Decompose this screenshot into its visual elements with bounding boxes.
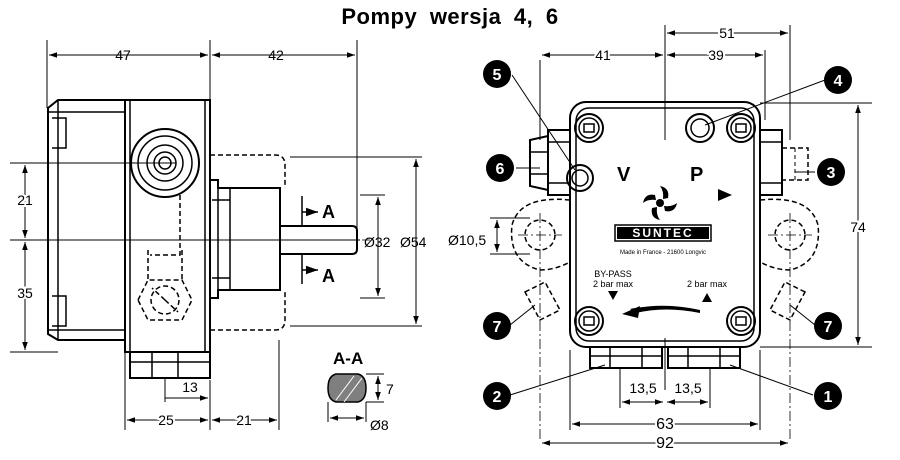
corner-screw-tl [574,113,604,143]
triangle-up-icon [702,293,712,302]
svg-text:7: 7 [824,319,833,336]
section-title: A-A [333,349,363,368]
section-aa: A-A 7 Ø8 [327,349,394,433]
dim-dia-10-5: Ø10,5 [448,232,486,248]
svg-text:5: 5 [493,67,502,84]
dim-21-bottom: 21 [236,412,252,428]
badge-3: 3 [817,158,845,186]
corner-screw-bl [574,306,604,336]
badge-2: 2 [483,382,511,410]
svg-text:3: 3 [827,165,836,182]
dim-dia-54: Ø54 [400,234,427,250]
dim-dia-32: Ø32 [364,234,391,250]
suntec-logo-icon [643,186,677,220]
badge-5: 5 [483,60,511,88]
dim-dia-8: Ø8 [370,417,389,433]
dim-51: 51 [719,25,735,41]
badge-4: 4 [824,66,852,94]
dim-21-left: 21 [17,192,33,208]
page-title: Pompy wersja 4, 6 [341,4,559,29]
dim-41: 41 [595,47,611,63]
dim-13-5-right: 13,5 [674,380,701,396]
brand-name: SUNTEC [632,226,693,240]
bar-label-right: 2 bar max [687,279,728,289]
dim-92: 92 [656,435,674,452]
corner-screw-tr [726,113,756,143]
dim-7: 7 [386,381,394,397]
dim-39: 39 [708,47,724,63]
svg-text:6: 6 [496,161,505,178]
front-view: 51 41 39 74 Ø10,5 [446,23,872,454]
bypass-label: BY-PASS [594,269,632,279]
side-view: 47 42 21 35 [10,40,427,430]
vacuum-letter: V [617,164,631,186]
section-marker-bottom: A [322,266,335,286]
svg-text:4: 4 [834,73,843,90]
bar-label-left: 2 bar max [593,279,634,289]
badge-7-right: 7 [814,312,842,340]
dim-42: 42 [268,47,284,63]
svg-text:7: 7 [493,319,502,336]
svg-text:2: 2 [493,389,502,406]
section-marker-top: A [322,202,335,222]
pressure-letter: P [690,164,703,186]
dim-13: 13 [182,379,198,395]
dim-25: 25 [158,412,174,428]
dim-63: 63 [656,416,674,433]
svg-text:1: 1 [824,389,833,406]
dim-35-left: 35 [17,285,33,301]
dim-47: 47 [115,47,131,63]
triangle-down-icon [608,291,618,300]
dim-74: 74 [850,219,866,235]
play-arrow-icon [718,189,732,201]
badge-7-left: 7 [483,312,511,340]
corner-screw-br [726,306,756,336]
badge-1: 1 [814,382,842,410]
made-in-text: Made in France - 21600 Longvic [620,250,706,256]
rotation-arrow-icon [630,305,700,313]
badge-6: 6 [486,154,514,182]
dim-13-5-left: 13,5 [629,380,656,396]
